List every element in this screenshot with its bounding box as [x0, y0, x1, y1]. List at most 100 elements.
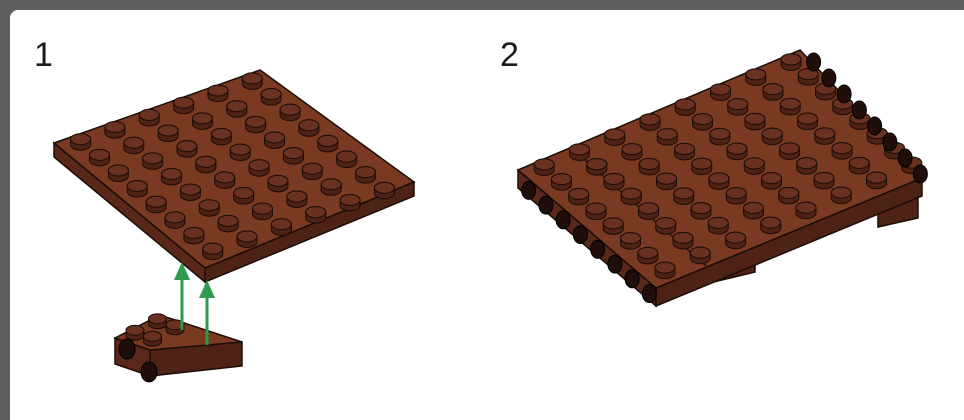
plate1-stud	[71, 134, 91, 150]
plate2-stud	[726, 188, 746, 205]
plate1-stud	[203, 243, 223, 260]
plate1-stud	[211, 128, 231, 145]
plate2-stud	[691, 203, 711, 220]
plate2-side-stud-right	[837, 85, 851, 103]
plate2-stud	[762, 173, 782, 190]
plate2-side-stud-left	[556, 211, 570, 229]
plate1-stud	[162, 168, 182, 185]
plate2-stud	[587, 159, 607, 176]
plate1-stud	[237, 231, 257, 248]
plate1-stud	[218, 215, 238, 232]
plate2-stud	[815, 128, 835, 145]
plate1-stud	[249, 160, 269, 176]
plate1-stud	[139, 109, 159, 126]
plate2-stud	[761, 217, 781, 234]
plate2-stud	[640, 114, 660, 131]
plate2-stud	[867, 172, 887, 189]
plate2-stud	[570, 144, 590, 161]
plate1-stud	[215, 172, 235, 189]
plate1-stud	[280, 104, 300, 121]
plate2-stud	[569, 188, 589, 205]
plate2-stud	[657, 129, 677, 146]
plate1-stud	[318, 135, 338, 152]
plate1-stud	[108, 165, 128, 182]
plate1-stud	[196, 156, 216, 173]
plate1-stud	[165, 212, 185, 229]
plate2-stud	[639, 203, 659, 219]
plate1-stud	[105, 122, 125, 139]
step-1-illustration	[10, 10, 964, 420]
plate2-stud	[657, 173, 677, 190]
plate2-stud	[690, 247, 710, 264]
plate2-stud	[762, 128, 782, 145]
plate2-stud	[673, 232, 693, 249]
plate2-stud	[710, 128, 730, 145]
assembled-plate	[518, 50, 927, 306]
plate1-stud	[302, 163, 322, 180]
plate2-stud	[675, 99, 695, 116]
plate2-stud	[692, 158, 712, 175]
plate1-stud	[184, 227, 204, 244]
plate2-stud	[552, 174, 572, 191]
plate1-stud	[242, 73, 262, 90]
plate2-side-stud-left	[608, 255, 622, 273]
plate1-stud	[253, 203, 273, 220]
plate2-side-stud-left	[625, 270, 639, 288]
small-stud	[126, 325, 144, 340]
plate1-stud	[261, 89, 281, 106]
plate2-stud	[744, 202, 764, 219]
plate1-stud	[158, 125, 178, 142]
plate1-stud	[356, 167, 376, 184]
plate1-stud	[208, 85, 228, 102]
plate1-stud	[265, 132, 285, 149]
plate2-side-stud-left	[539, 196, 553, 214]
plate1-stud	[143, 153, 163, 170]
plate1-stud	[374, 182, 394, 199]
plate2-side-stud-right	[868, 117, 882, 135]
plate2-stud	[586, 203, 606, 220]
plate1-stud	[306, 207, 326, 224]
plate2-stud	[779, 187, 799, 204]
plate1-stud	[174, 97, 194, 114]
plate2-stud	[638, 247, 658, 264]
plate2-side-stud-right	[822, 69, 836, 87]
plate2-stud	[746, 69, 766, 86]
plate2-stud	[674, 188, 694, 205]
plate2-stud	[675, 143, 695, 160]
plate2-stud	[605, 129, 625, 146]
plate1-stud	[246, 116, 266, 133]
plate2-side-stud-left	[573, 226, 587, 244]
plate2-stud	[798, 113, 818, 130]
plate2-stud	[656, 218, 676, 235]
plate1-stud	[192, 113, 212, 130]
plate1-stud	[234, 188, 254, 205]
plate1-stud	[337, 151, 357, 168]
plate2-stud	[728, 99, 748, 116]
plate1-stud	[199, 200, 219, 217]
plate1-stud	[271, 219, 291, 236]
plate1-stud	[180, 184, 200, 201]
plate2-stud	[655, 262, 675, 279]
plate1-stud	[299, 120, 319, 137]
plate2-stud	[796, 202, 816, 219]
small-stud	[149, 314, 167, 329]
plate1-stud	[287, 191, 307, 208]
plate2-stud	[780, 98, 800, 115]
plate2-stud	[781, 54, 801, 71]
plate1-stud	[146, 196, 166, 213]
plate2-side-stud-right	[807, 53, 821, 71]
instruction-panel: 1 2	[10, 10, 964, 420]
plate2-stud	[849, 157, 869, 174]
large-plate-6x8	[54, 70, 414, 282]
plate2-stud	[711, 84, 731, 101]
plate2-stud	[727, 143, 747, 160]
plate1-stud	[283, 148, 303, 165]
plate1-stud	[124, 137, 144, 154]
plate2-side-stud-left	[591, 240, 605, 258]
plate1-stud	[227, 101, 247, 118]
plate2-side-stud-left	[522, 181, 536, 199]
plate2-stud	[709, 173, 729, 190]
plate2-stud	[534, 159, 554, 176]
plate1-stud	[340, 194, 360, 211]
